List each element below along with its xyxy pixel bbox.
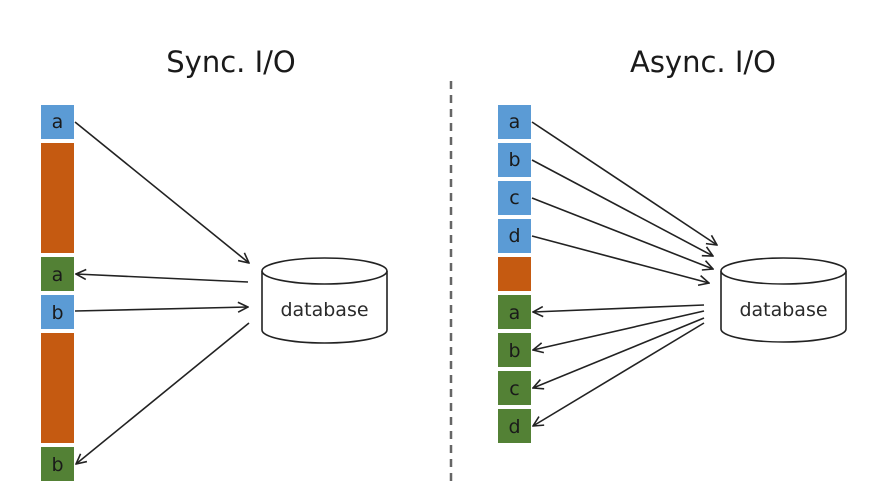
async-arrows (531, 121, 717, 426)
async-block-label: b (508, 340, 520, 362)
sync-block-label: a (52, 264, 64, 286)
sync-block-label: b (51, 454, 63, 476)
async-title: Async. I/O (630, 45, 776, 79)
async-block-wait (498, 257, 531, 291)
sync-arrow-b-request (74, 307, 248, 311)
sync-arrow-b-response (76, 322, 250, 464)
sync-block-label: a (52, 111, 64, 133)
async-timeline: a b c d a b c d (498, 105, 531, 443)
async-block-label: a (509, 111, 521, 133)
async-block-d-request (498, 219, 531, 253)
sync-title: Sync. I/O (166, 45, 295, 79)
sync-block-label: b (51, 302, 63, 324)
async-block-c-request (498, 181, 531, 215)
async-arrow-b-request (531, 159, 713, 256)
sync-database-label: database (280, 299, 368, 321)
async-block-label: c (509, 187, 519, 209)
async-block-a-response (498, 295, 531, 329)
sync-arrows (74, 121, 250, 464)
async-block-label: c (509, 378, 519, 400)
async-arrow-c-response (533, 317, 705, 388)
async-arrow-d-request (531, 235, 709, 283)
sync-block-b-response (41, 447, 74, 481)
async-database-icon (720, 257, 847, 343)
async-block-label: d (508, 225, 520, 247)
async-arrow-a-response (533, 304, 705, 312)
async-arrow-d-response (533, 322, 705, 426)
async-block-b-request (498, 143, 531, 177)
async-block-b-response (498, 333, 531, 367)
async-block-label: d (508, 416, 520, 438)
sync-timeline: a a b b (41, 105, 74, 481)
async-block-label: b (508, 149, 520, 171)
sync-block-b-request (41, 295, 74, 329)
async-block-a-request (498, 105, 531, 139)
sync-block-wait (41, 143, 74, 253)
sync-arrow-a-request (74, 121, 249, 263)
sync-block-a-response (41, 257, 74, 291)
async-database-label: database (739, 299, 827, 321)
sync-database-icon (261, 257, 388, 344)
sync-block-wait (41, 333, 74, 443)
async-arrow-a-request (531, 121, 717, 245)
sync-arrow-a-response (76, 274, 249, 283)
async-arrow-b-response (533, 310, 705, 350)
async-arrow-c-request (531, 197, 713, 269)
async-block-label: a (509, 302, 521, 324)
async-block-d-response (498, 409, 531, 443)
sync-block-a-request (41, 105, 74, 139)
async-block-c-response (498, 371, 531, 405)
